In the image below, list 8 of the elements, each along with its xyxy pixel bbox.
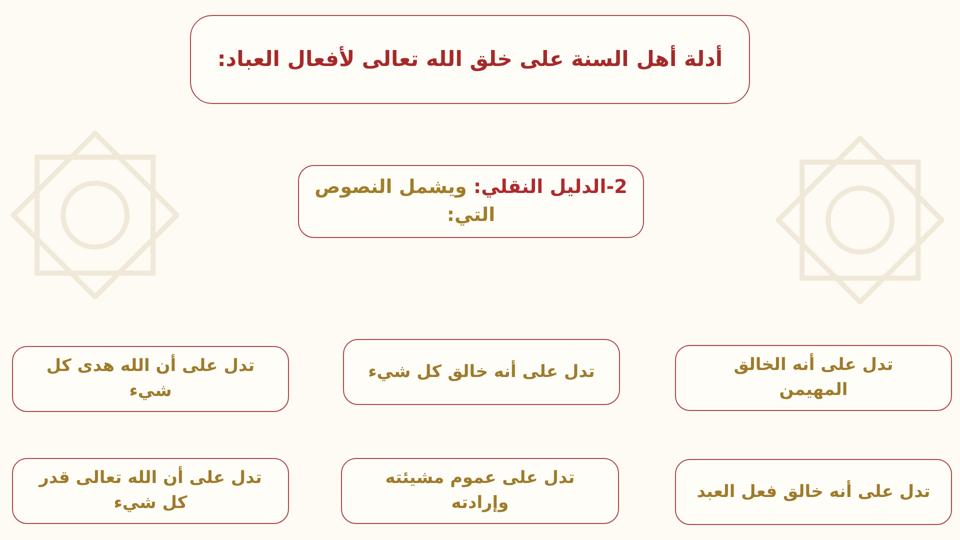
title-box: أدلة أهل السنة على خلق الله تعالى لأفعال العباد: <box>190 15 750 104</box>
text-box: 2-الدليل النقلي: ويشمل النصوص التي: <box>298 165 644 238</box>
text-box: تدل على أنه خالق كل شيء <box>343 339 620 405</box>
text-box: تدل على أنه خالق فعل العبد <box>675 459 952 525</box>
text-box: تدل على أنه الخالق المهيمن <box>675 345 952 411</box>
text-box: تدل على أن الله هدى كل شيء <box>12 346 289 412</box>
text-box: تدل على أن الله تعالى قدر كل شيء <box>12 458 289 524</box>
text-box: تدل على عموم مشيئته وإرادته <box>341 458 619 524</box>
